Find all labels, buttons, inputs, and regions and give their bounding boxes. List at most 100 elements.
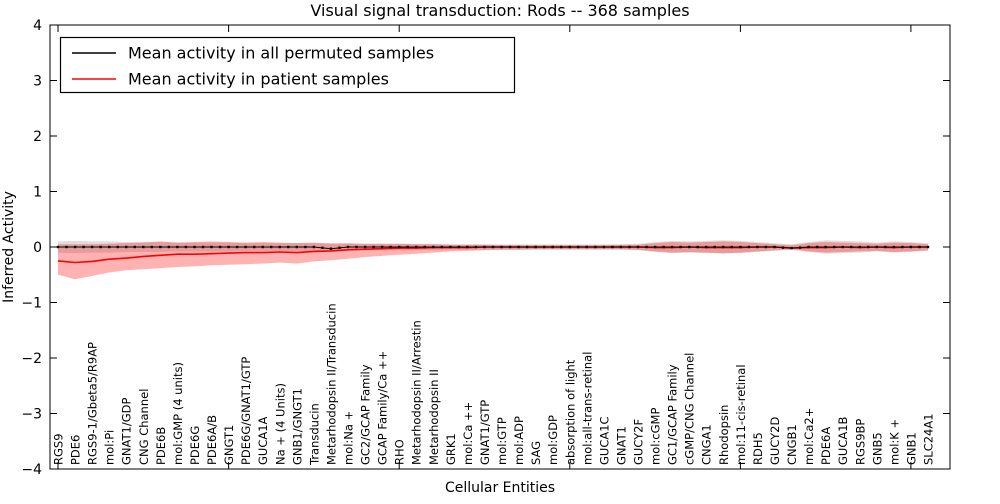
permuted-marker xyxy=(628,245,631,249)
permuted-marker xyxy=(508,245,512,249)
x-category-label: RGS9BP xyxy=(853,419,867,465)
permuted-marker xyxy=(261,245,264,249)
x-category-label: GC1/GCAP Family xyxy=(666,364,680,465)
permuted-marker xyxy=(363,245,367,249)
permuted-marker xyxy=(858,245,861,249)
permuted-marker xyxy=(790,246,793,250)
x-category-label: mol:GMP (4 units) xyxy=(171,362,185,465)
x-category-label: PDE6A xyxy=(819,427,833,465)
permuted-marker xyxy=(798,246,802,249)
permuted-marker xyxy=(415,245,418,249)
permuted-marker xyxy=(125,245,128,249)
permuted-marker xyxy=(824,245,827,249)
x-category-label: SAG xyxy=(529,441,543,465)
permuted-marker xyxy=(773,245,776,249)
permuted-marker xyxy=(815,245,819,249)
permuted-marker xyxy=(662,245,665,249)
permuted-marker xyxy=(543,245,546,249)
permuted-marker xyxy=(730,245,733,249)
permuted-marker xyxy=(380,245,384,249)
permuted-marker xyxy=(500,245,503,249)
permuted-marker xyxy=(722,245,725,249)
x-category-label: GC2/GCAP Family xyxy=(359,364,373,465)
permuted-marker xyxy=(457,245,461,249)
permuted-marker xyxy=(688,245,691,249)
permuted-marker xyxy=(176,245,179,249)
permuted-marker xyxy=(901,245,904,249)
permuted-marker xyxy=(551,245,554,249)
x-category-label: CNG Channel xyxy=(137,389,151,465)
permuted-marker xyxy=(423,245,426,249)
permuted-marker xyxy=(167,245,171,249)
permuted-marker xyxy=(867,245,870,249)
patient-confidence-band xyxy=(58,241,928,280)
axes-frame xyxy=(49,24,951,470)
x-category-label: GNGT1 xyxy=(222,425,236,465)
x-category-label: PDE6 xyxy=(69,435,83,465)
permuted-marker xyxy=(150,245,153,249)
permuted-marker xyxy=(99,245,102,249)
permuted-marker xyxy=(287,245,290,249)
x-category-label: GNB1/GNGT1 xyxy=(290,388,304,465)
permuted-marker xyxy=(619,245,623,249)
permuted-marker xyxy=(756,245,759,249)
x-category-label: PDE6G/GNAT1/GTP xyxy=(239,357,253,465)
legend-label-patient: Mean activity in patient samples xyxy=(128,70,389,89)
chart-title: Visual signal transduction: Rods -- 368 … xyxy=(310,1,689,20)
legend: Mean activity in all permuted samples Me… xyxy=(59,36,516,94)
permuted-marker xyxy=(918,245,921,249)
y-axis-label: Inferred Activity xyxy=(1,191,17,303)
permuted-marker xyxy=(440,245,443,249)
permuted-marker xyxy=(312,245,316,249)
permuted-marker xyxy=(850,245,853,249)
x-category-label: RHO xyxy=(393,439,407,465)
legend-box xyxy=(59,36,516,94)
permuted-marker xyxy=(594,245,597,249)
x-category-label: GUCY2D xyxy=(768,417,782,465)
permuted-marker xyxy=(636,245,640,249)
x-category-label: GNB1 xyxy=(904,432,918,465)
permuted-marker xyxy=(807,245,810,249)
x-category-label: mol:all-trans-retinal xyxy=(580,352,594,465)
x-category-label: GNB5 xyxy=(870,432,884,465)
permuted-marker xyxy=(253,245,256,249)
permuted-marker xyxy=(56,245,60,249)
permuted-marker xyxy=(65,245,68,249)
permuted-marker xyxy=(713,245,716,249)
permuted-marker xyxy=(346,245,350,249)
permuted-marker xyxy=(764,245,768,249)
permuted-marker xyxy=(926,245,930,249)
x-category-label: cGMP/CNG Channel xyxy=(683,353,697,465)
permuted-marker xyxy=(133,245,136,249)
permuted-marker xyxy=(244,245,247,249)
y-tick-label: −2 xyxy=(21,351,42,367)
permuted-marker xyxy=(235,245,239,249)
permuted-marker xyxy=(355,245,358,249)
x-category-label: GUCY2F xyxy=(632,419,646,465)
permuted-marker xyxy=(116,245,119,249)
permuted-marker xyxy=(909,245,913,249)
x-category-label: RDH5 xyxy=(751,432,765,465)
permuted-marker xyxy=(304,245,307,249)
permuted-marker xyxy=(184,245,188,249)
permuted-marker xyxy=(338,246,341,249)
permuted-marker xyxy=(679,245,682,249)
permuted-marker xyxy=(295,245,298,249)
permuted-marker xyxy=(560,245,563,249)
permuted-marker xyxy=(432,245,435,249)
permuted-marker xyxy=(218,245,222,249)
x-category-label: RGS9 xyxy=(52,433,66,465)
permuted-marker xyxy=(611,245,614,249)
x-category-label: PDE6B xyxy=(154,427,168,465)
permuted-marker xyxy=(159,245,162,249)
permuted-marker xyxy=(270,245,273,249)
permuted-marker xyxy=(406,245,409,249)
x-category-label: GUCA1B xyxy=(836,416,850,465)
permuted-marker xyxy=(491,245,495,249)
permuted-marker xyxy=(892,245,896,249)
permuted-marker xyxy=(833,245,836,249)
permuted-marker xyxy=(449,245,452,249)
y-tick-label: −3 xyxy=(21,407,42,423)
permuted-marker xyxy=(278,245,281,249)
